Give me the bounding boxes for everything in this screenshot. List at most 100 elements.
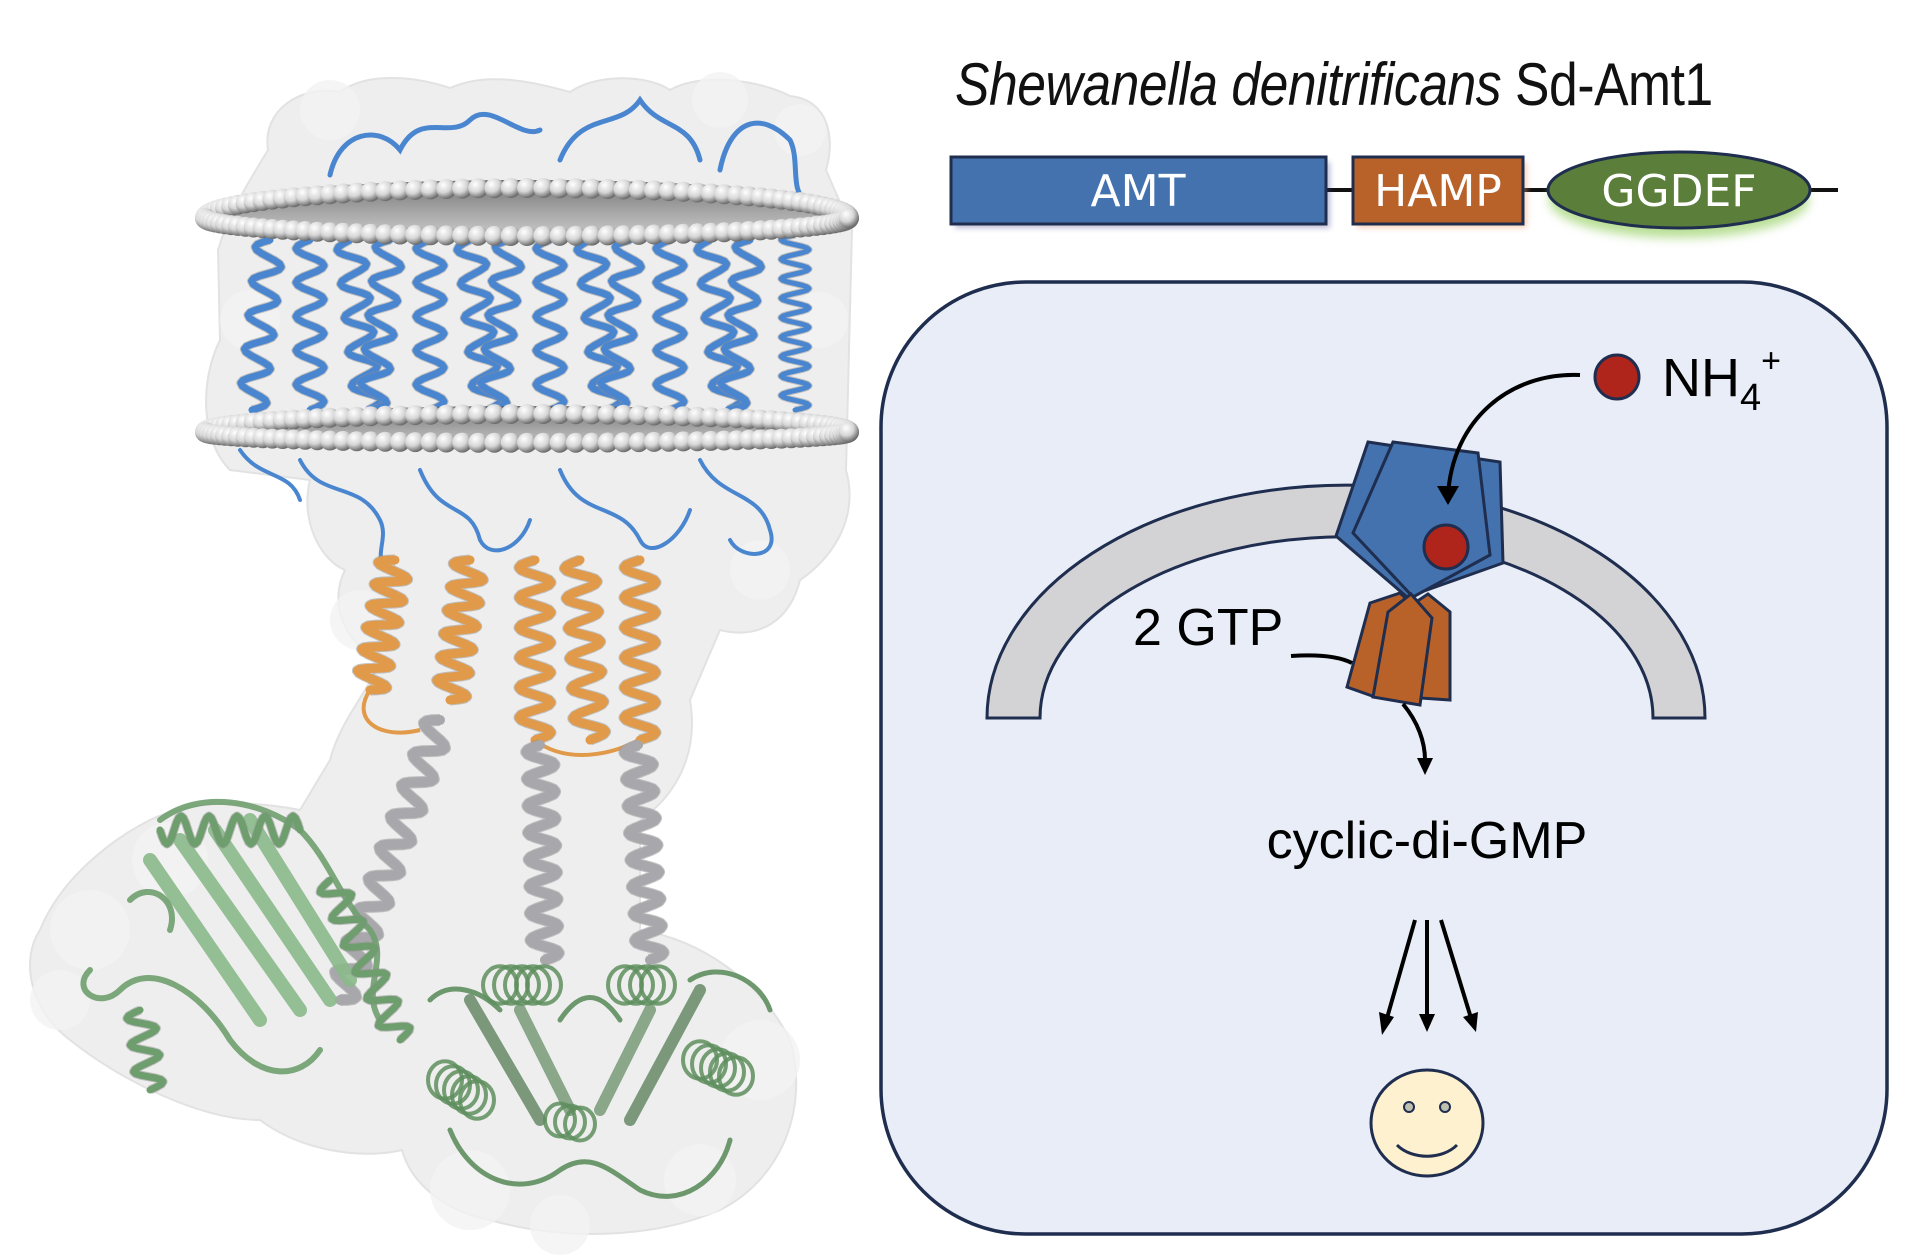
membrane-sphere	[405, 224, 426, 245]
membrane-sphere	[346, 406, 367, 427]
membrane-sphere	[436, 225, 457, 246]
hamp-domain-label: HAMP	[1374, 166, 1502, 217]
hamp-helix	[514, 555, 556, 745]
membrane-sphere	[375, 224, 396, 245]
membrane-arc	[985, 483, 1707, 720]
hamp-helix	[432, 555, 488, 705]
membrane-sphere	[565, 432, 586, 453]
membrane-sphere	[484, 404, 505, 425]
membrane-sphere	[420, 225, 441, 246]
ggdef-helix	[123, 1006, 167, 1094]
membrane-sphere	[644, 431, 664, 452]
gtp-label: 2 GTP	[1133, 599, 1283, 657]
uptake-arrow	[1446, 372, 1581, 497]
membrane-sphere	[484, 225, 505, 246]
ggdef-helix	[316, 876, 414, 1044]
amt-extracellular-loops	[327, 95, 808, 203]
membrane-sphere	[581, 404, 602, 425]
membrane-sphere	[613, 404, 634, 425]
membrane-sphere	[597, 432, 618, 453]
membrane-sphere	[644, 405, 664, 426]
ggdef-helix-turn	[525, 964, 563, 1006]
ggdef-helix	[156, 812, 304, 848]
membrane-sphere	[436, 432, 457, 453]
membrane-sphere	[581, 432, 602, 453]
membrane-sphere	[581, 225, 602, 246]
membrane-sphere	[658, 181, 679, 202]
domain-architecture: AMT HAMP GGDEF	[949, 150, 1838, 238]
ammonium-bound-icon	[1422, 523, 1470, 571]
membrane-sphere	[673, 406, 694, 427]
amt-transmembrane-helices	[236, 231, 813, 415]
ggdef-domain-label: GGDEF	[1601, 166, 1756, 217]
membrane-sphere	[375, 431, 396, 452]
membrane-sphere	[613, 225, 634, 246]
species-name: Shewanella denitrificans	[955, 51, 1502, 118]
membrane-sphere	[644, 224, 664, 245]
membrane-sphere	[839, 422, 859, 442]
amt-domain-box	[949, 155, 1328, 226]
membrane-sphere	[597, 179, 618, 199]
ggdef-helix-turn	[514, 964, 552, 1006]
signal-arrowhead-right	[1463, 1012, 1478, 1032]
membrane-sphere	[597, 225, 618, 246]
membrane-sphere	[484, 178, 505, 199]
membrane-sphere	[390, 180, 410, 201]
membrane-sphere	[613, 432, 634, 453]
ammonium-label: NH4+	[1662, 342, 1781, 419]
tm-helix	[357, 236, 405, 414]
membrane-sphere	[549, 404, 570, 425]
stalk-helices	[329, 714, 670, 1006]
stalk-helix	[521, 740, 564, 965]
tm-helix	[597, 236, 645, 414]
membrane-sphere	[533, 226, 554, 246]
gtp-arrow-in	[1290, 653, 1353, 665]
signaling-arrows	[1379, 919, 1478, 1035]
product-arrow	[1401, 702, 1427, 761]
membrane-sphere	[628, 432, 649, 453]
membrane-sphere	[644, 180, 664, 201]
hamp-loop	[361, 688, 421, 735]
uptake-arrowhead	[1437, 486, 1459, 505]
product-arrowhead	[1417, 758, 1433, 775]
membrane-sphere	[346, 431, 367, 452]
membrane-sphere	[468, 225, 489, 246]
ggdef-domain-right-helices	[426, 964, 755, 1143]
membrane-sphere	[628, 405, 649, 426]
membrane-sphere	[628, 224, 649, 245]
cyclic-di-gmp-label: cyclic-di-GMP	[1267, 812, 1588, 870]
hamp-helix	[559, 555, 611, 745]
membrane-sphere	[390, 224, 410, 245]
protein-structure	[29, 72, 859, 1255]
membrane-sphere	[500, 432, 521, 453]
hamp-helix	[619, 555, 661, 745]
ggdef-domain-right	[427, 969, 773, 1199]
tm-helix	[412, 236, 448, 414]
membrane-sphere	[839, 208, 859, 228]
tm-helix-edge	[778, 232, 812, 413]
hamp-helix	[352, 555, 413, 695]
membrane-sphere	[658, 224, 679, 245]
signal-arrow-right	[1439, 919, 1473, 1019]
membrane-sphere	[581, 178, 602, 199]
hamp-schematic	[1345, 591, 1452, 707]
membrane-sphere	[500, 404, 521, 424]
membrane-sphere	[533, 178, 554, 198]
membrane-sphere	[405, 179, 426, 200]
membrane-sphere	[500, 226, 521, 246]
protein-name: Sd-Amt1	[1515, 51, 1713, 118]
tm-helix	[333, 236, 385, 414]
membrane-sphere	[452, 432, 473, 453]
membrane-sphere	[436, 404, 457, 425]
membrane-sphere	[658, 405, 679, 426]
membrane-sphere	[468, 404, 489, 425]
tm-helix	[532, 236, 568, 414]
mechanism-schematic: NH4+ 2 GTP cyclic-di-GMP	[879, 280, 1889, 1236]
membrane-sphere	[597, 404, 618, 425]
membrane-sphere	[468, 432, 489, 453]
hamp-subunit-front	[1371, 591, 1434, 707]
ggdef-helix-turn	[628, 964, 666, 1006]
membrane-sphere	[628, 179, 649, 200]
